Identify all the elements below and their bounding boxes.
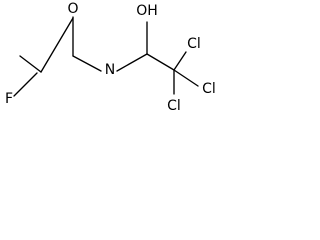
atom-chlorine-2: Cl xyxy=(202,81,216,97)
bonds xyxy=(13,16,199,97)
bond-carbonyl-o-outer xyxy=(40,17,74,73)
bond-c-cl-right xyxy=(173,69,199,87)
chemical-structure-diagram: F O N OH Cl Cl Cl xyxy=(5,1,216,114)
bond-c-cl-top xyxy=(173,51,187,71)
atom-carbonyl-oxygen: O xyxy=(67,1,78,17)
bond-f-ch2 xyxy=(13,72,38,97)
atom-chlorine-3: Cl xyxy=(167,98,181,114)
bond-ch2-carbonyl xyxy=(19,55,42,73)
bond-n-ch xyxy=(116,53,148,72)
bond-carbonyl-n xyxy=(72,55,102,72)
atom-fluorine: F xyxy=(5,91,13,107)
bond-ch-ccl3 xyxy=(146,53,175,71)
atom-amide-nitrogen: N xyxy=(105,62,115,78)
atom-hydroxyl: OH xyxy=(136,3,158,19)
atom-labels: F O N OH Cl Cl Cl xyxy=(5,1,216,114)
atom-chlorine-1: Cl xyxy=(187,36,201,52)
